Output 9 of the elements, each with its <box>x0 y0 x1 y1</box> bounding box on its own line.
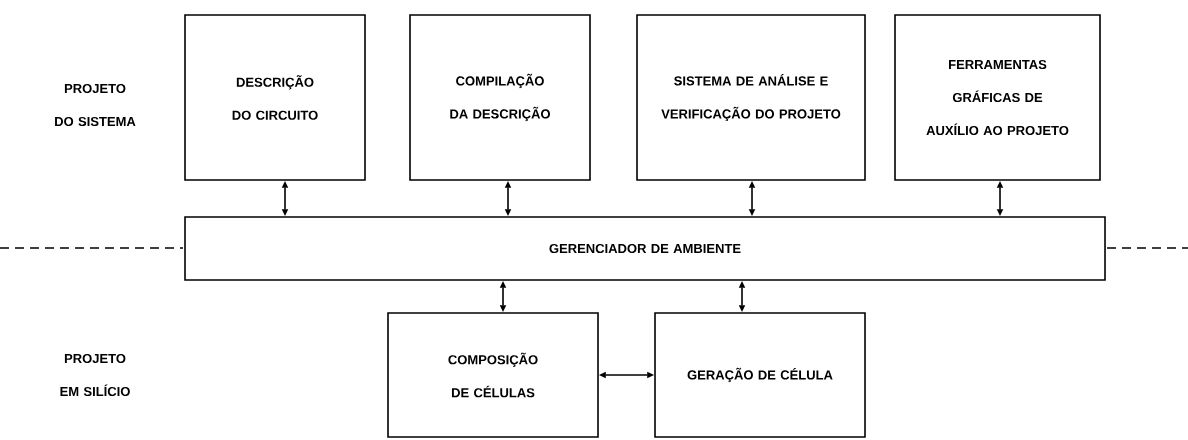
process-box: SISTEMA DE ANÁLISE E VERIFICAÇÃO DO PROJETO <box>636 14 866 181</box>
process-box: GERAÇÃO DE CÉLULA <box>654 312 866 438</box>
process-box: DESCRIÇÃO DO CIRCUITO <box>184 14 366 181</box>
side-label: PROJETO EM SILÍCIO <box>60 353 130 397</box>
process-box: FERRAMENTAS GRÁFICAS DE AUXÍLIO AO PROJETO <box>894 14 1101 181</box>
process-box: COMPILAÇÃO DA DESCRIÇÃO <box>409 14 591 181</box>
side-label: PROJETO DO SISTEMA <box>55 83 136 127</box>
process-box: COMPOSIÇÃO DE CÉLULAS <box>387 312 599 438</box>
process-box: GERENCIADOR DE AMBIENTE <box>184 216 1106 281</box>
